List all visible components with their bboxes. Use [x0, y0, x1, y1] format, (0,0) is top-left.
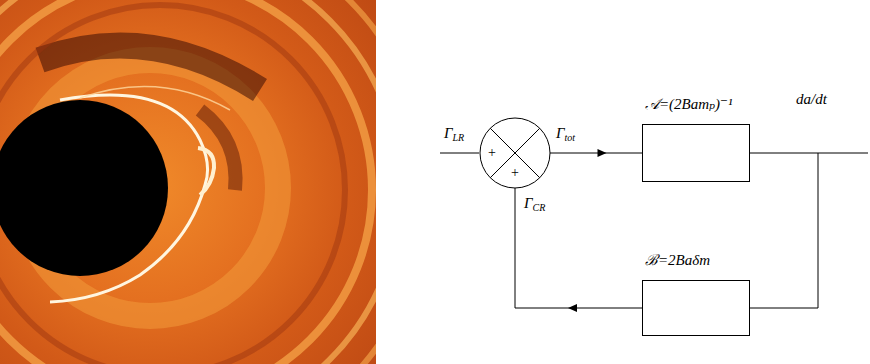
- signal-name: Γtot: [556, 124, 575, 142]
- summing-junction: ++: [479, 117, 551, 189]
- signal-name: ΓLR: [444, 124, 464, 142]
- signal-name: da/dt: [796, 90, 827, 108]
- sign-mark: +: [488, 145, 496, 161]
- feedback-block: ℬ=2Baδm: [642, 280, 750, 336]
- disc-simulation: [0, 0, 376, 364]
- gain-block: 𝒜=(2Bamₚ)⁻¹: [642, 124, 750, 182]
- signal-name: ΓCR: [524, 194, 545, 212]
- block-label: 𝒜=(2Bamₚ)⁻¹: [645, 95, 733, 113]
- block-label: ℬ=2Baδm: [645, 251, 710, 269]
- sign-mark: +: [511, 165, 519, 181]
- input-wire: [440, 153, 479, 154]
- output-wire: [818, 153, 868, 154]
- signal-connector: [750, 153, 818, 308]
- signal-connector: [515, 188, 642, 312]
- signal-connector: [550, 149, 642, 157]
